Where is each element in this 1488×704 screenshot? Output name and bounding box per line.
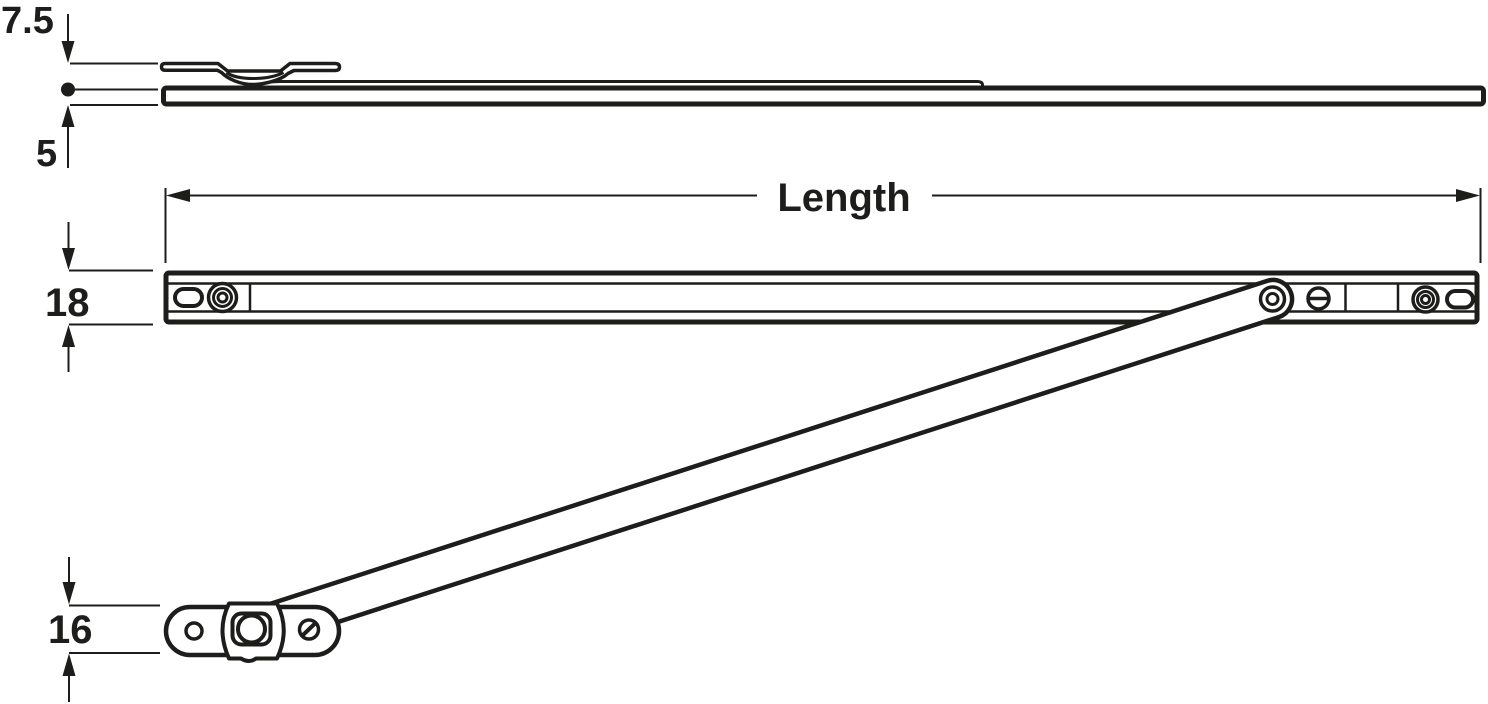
top-view-open <box>163 270 1480 651</box>
dim-18-arrowhead-top <box>62 248 75 270</box>
arm-pivot-rivet-inner <box>1265 292 1280 306</box>
dim-label-5: 5 <box>36 133 57 175</box>
stack-height-dimensions: 7.5 5 <box>1 0 158 175</box>
dim-18-arrowhead-bottom <box>62 325 75 347</box>
dim-5-arrowhead <box>61 105 75 127</box>
dim-16-arrowhead-top <box>62 582 76 605</box>
dim-label-18: 18 <box>45 281 90 325</box>
track-height-dimension: 18 <box>45 222 153 372</box>
stay-arm <box>231 277 1295 651</box>
bracket-fixing-hole <box>184 621 204 641</box>
length-dimension: Length <box>164 176 1482 263</box>
dim-16-arrowhead-bottom <box>62 653 76 676</box>
pivot-dish-inner-line <box>225 71 285 80</box>
bracket-screw-slot <box>301 622 317 637</box>
side-view-closed <box>159 61 1486 107</box>
dim-label-16: 16 <box>48 608 93 652</box>
bracket-pivot-hole <box>236 613 267 645</box>
track-side-profile <box>161 85 1486 107</box>
dim-label-7-5: 7.5 <box>1 0 54 42</box>
track-outline <box>163 270 1480 325</box>
fixing-slot-right <box>1445 289 1475 310</box>
dim-7-5-arrowhead <box>61 41 75 63</box>
track-rivet-right-inner <box>1420 294 1431 305</box>
fixing-slot-left <box>173 287 204 308</box>
pivot-bracket <box>163 601 342 663</box>
reference-dot <box>61 82 75 97</box>
track-rivet-left-inner <box>216 291 229 304</box>
bracket-side-profile <box>159 61 342 87</box>
bracket-height-dimension: 16 <box>48 557 160 702</box>
dim-label-length: Length <box>777 176 910 220</box>
length-arrowhead-left <box>166 189 190 202</box>
length-arrowhead-right <box>1456 189 1480 202</box>
